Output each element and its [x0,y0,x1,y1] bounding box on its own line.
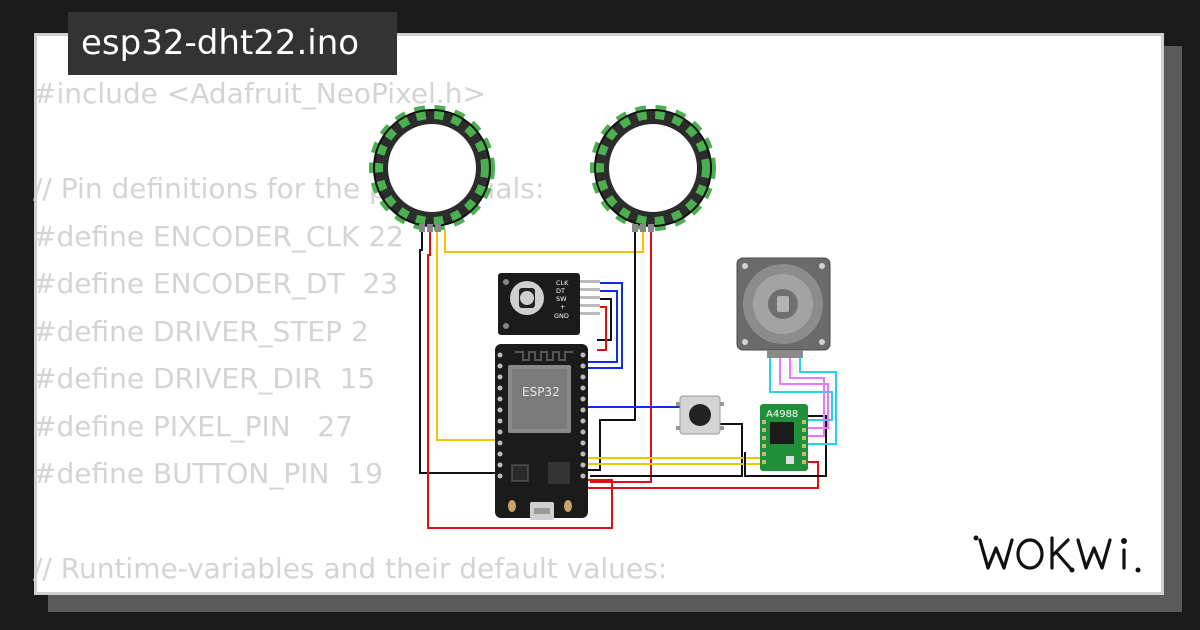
wire-enc-vcc [597,306,607,351]
neopixel-ring-1[interactable] [369,105,495,231]
wire-enc-clk [588,282,623,369]
driver-pins [762,420,806,464]
neopixel-ring-2[interactable] [590,105,716,231]
wire-motor-2 [779,350,829,429]
code-line: // Runtime-variables and their default v… [33,552,668,585]
rotary-encoder[interactable]: CLK DT SW + GND [498,273,600,335]
a4988-driver[interactable]: A4988 [760,404,808,471]
code-line: #include <Adafruit_NeoPixel.h> [33,77,486,110]
wire-motor-4 [799,350,837,445]
encoder-pin-vcc: + [560,303,565,311]
encoder-pin-dt: DT [556,287,565,295]
wire-driver-black [744,415,827,477]
encoder-pin-clk: CLK [556,279,569,287]
code-line: #define ENCODER_CLK 22 [33,219,404,253]
project-title-badge: esp32-dht22.ino [68,12,397,75]
push-button[interactable] [676,395,724,435]
encoder-pin-gnd: GND [554,312,569,320]
code-line: #define BUTTON_PIN 19 [33,457,383,490]
esp32-left-pins [497,352,503,479]
stepper-motor[interactable] [736,257,831,358]
wire-ring1-yellow [436,230,500,441]
wire-ring1-black [419,230,500,474]
ring-pins [419,224,654,232]
wire-button-gnd [590,423,743,477]
esp32-board[interactable]: ESP32 [495,344,588,520]
code-line: #define PIXEL_PIN 27 [33,409,354,443]
wire-ring1-red [427,230,613,529]
wire-ring1-to-ring2 [444,230,644,253]
esp32-chip-label: ESP32 [522,385,560,399]
wire-ring2-black [588,230,636,471]
wire-enc-dt [588,290,618,363]
driver-label: A4988 [766,409,798,420]
wokwi-logo [973,535,1141,573]
code-line: #define DRIVER_DIR 15 [33,362,376,395]
wire-motor-3 [789,350,825,437]
wire-enc-sw [597,298,612,341]
encoder-pin-sw: SW [556,295,567,303]
esp32-right-pins [580,352,586,479]
wire-ring2-red [590,230,652,483]
encoder-pins [580,280,600,315]
code-line: #define ENCODER_DT 23 [33,267,398,300]
code-line: #define DRIVER_STEP 2 [33,314,369,348]
wires [419,230,837,529]
